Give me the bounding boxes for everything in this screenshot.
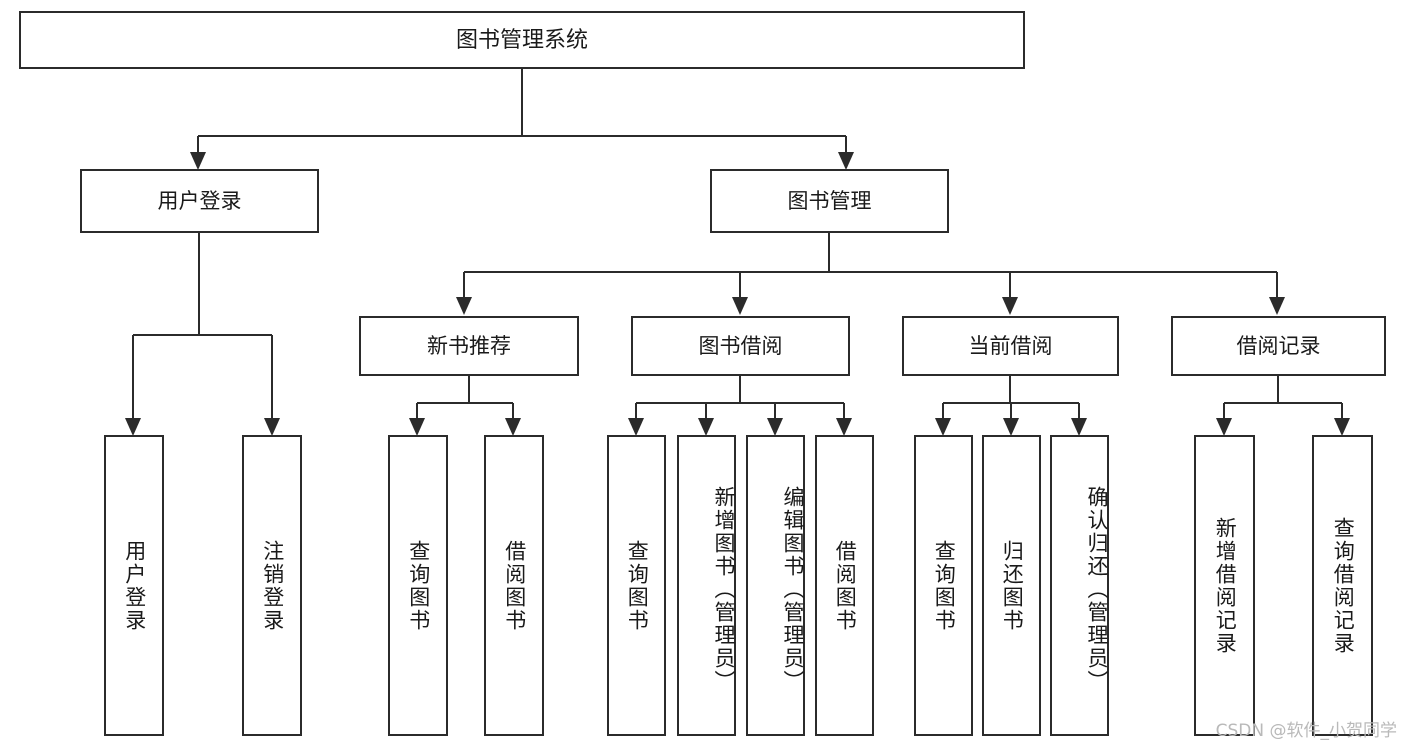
node-book-manage[interactable]: 图书管理: [709, 168, 950, 234]
leaf-box-current-borrow-1[interactable]: [913, 434, 974, 737]
csdn-watermark: CSDN @软件_小贺同学: [1215, 721, 1397, 741]
connector-borrow-record-children: [1222, 375, 1344, 420]
leaf-box-new-book-2[interactable]: [483, 434, 545, 737]
node-new-book-recommend-label: 新书推荐: [427, 334, 511, 358]
leaf-box-book-borrow-4[interactable]: [814, 434, 875, 737]
arrowhead-book-borrow-leaf-4: [836, 418, 852, 436]
leaf-box-borrow-record-1[interactable]: [1193, 434, 1256, 737]
arrowhead-book-borrow-leaf-1: [628, 418, 644, 436]
arrowhead-user-login-leaf-1: [125, 418, 141, 436]
connector-book-manage-children: [462, 232, 1279, 299]
connector-book-borrow-children: [634, 375, 846, 420]
leaf-box-user-login-1[interactable]: [103, 434, 165, 737]
arrowhead-book-borrow-leaf-2: [698, 418, 714, 436]
arrowhead-current-borrow-leaf-3: [1071, 418, 1087, 436]
leaf-box-user-login-2[interactable]: [241, 434, 303, 737]
arrowhead-current-borrow-leaf-2: [1003, 418, 1019, 436]
leaf-box-current-borrow-2[interactable]: [981, 434, 1042, 737]
connector-current-borrow-children: [941, 375, 1081, 420]
arrowhead-user-login-leaf-2: [264, 418, 280, 436]
arrowhead-to-book-borrow: [732, 297, 748, 315]
arrowhead-borrow-record-leaf-1: [1216, 418, 1232, 436]
node-book-borrow-label: 图书借阅: [699, 334, 783, 358]
node-user-login[interactable]: 用户登录: [79, 168, 320, 234]
arrowhead-new-book-leaf-2: [505, 418, 521, 436]
node-new-book-recommend[interactable]: 新书推荐: [358, 315, 580, 377]
node-borrow-record-label: 借阅记录: [1237, 334, 1321, 358]
arrowhead-to-book-manage: [838, 152, 854, 170]
leaf-box-current-borrow-3[interactable]: [1049, 434, 1110, 737]
connector-user-login-children: [131, 232, 274, 420]
arrowhead-to-current-borrow: [1002, 297, 1018, 315]
leaf-box-book-borrow-3[interactable]: [745, 434, 806, 737]
node-root-label: 图书管理系统: [456, 28, 588, 53]
arrowhead-to-user-login: [190, 152, 206, 170]
arrowhead-book-borrow-leaf-3: [767, 418, 783, 436]
arrowhead-to-new-book: [456, 297, 472, 315]
arrowhead-borrow-record-leaf-2: [1334, 418, 1350, 436]
node-user-login-label: 用户登录: [158, 189, 242, 213]
node-current-borrow-label: 当前借阅: [969, 334, 1053, 358]
node-root-system[interactable]: 图书管理系统: [18, 10, 1026, 70]
node-borrow-record[interactable]: 借阅记录: [1170, 315, 1387, 377]
leaf-box-new-book-1[interactable]: [387, 434, 449, 737]
node-book-manage-label: 图书管理: [788, 189, 872, 213]
arrowhead-current-borrow-leaf-1: [935, 418, 951, 436]
arrowhead-to-borrow-record: [1269, 297, 1285, 315]
leaf-box-borrow-record-2[interactable]: [1311, 434, 1374, 737]
leaf-box-book-borrow-2[interactable]: [676, 434, 737, 737]
node-current-borrow[interactable]: 当前借阅: [901, 315, 1120, 377]
arrowhead-new-book-leaf-1: [409, 418, 425, 436]
connector-root-to-bus: [196, 68, 848, 154]
connector-new-book-children: [415, 375, 515, 420]
node-book-borrow[interactable]: 图书借阅: [630, 315, 851, 377]
leaf-box-book-borrow-1[interactable]: [606, 434, 667, 737]
